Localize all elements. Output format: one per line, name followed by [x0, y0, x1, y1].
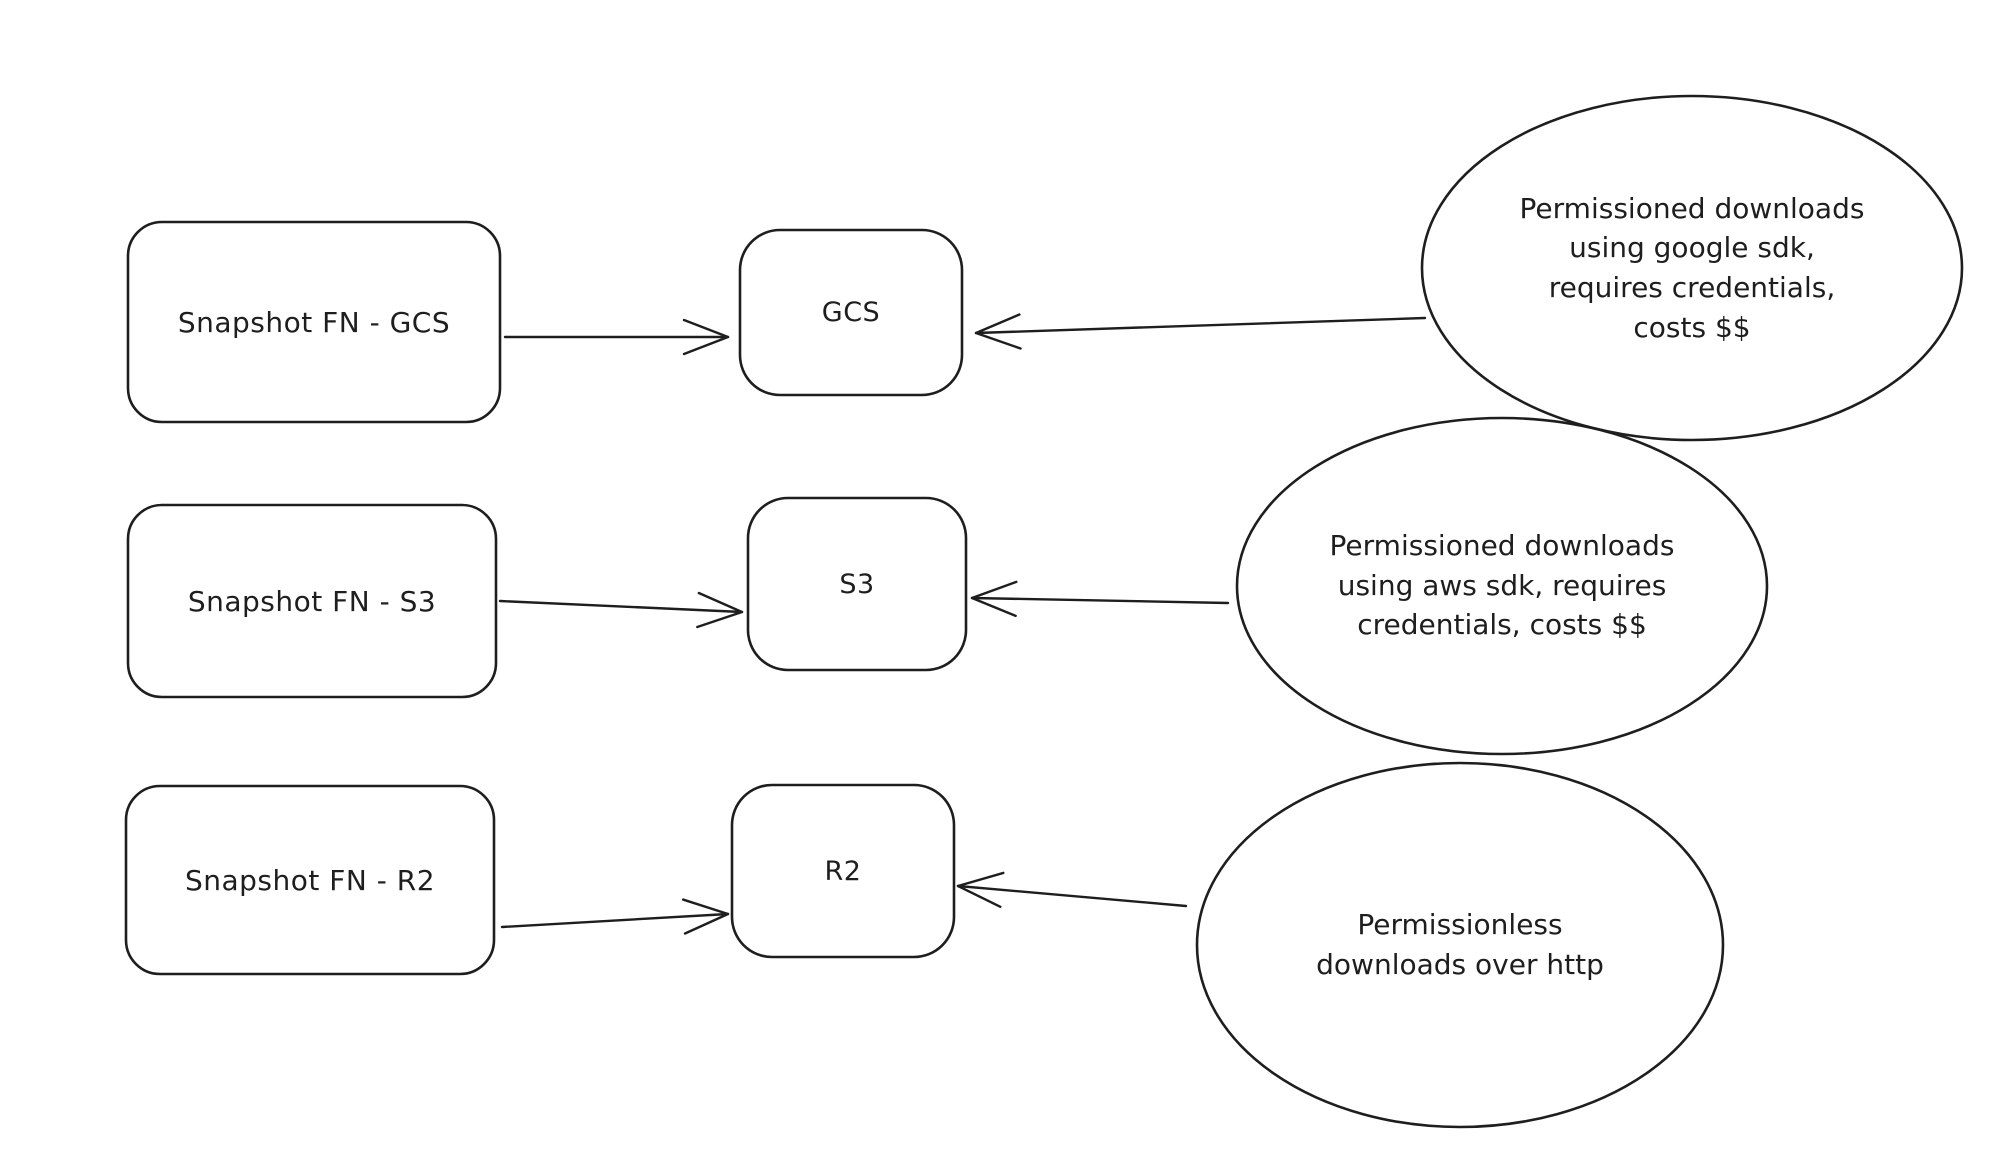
snapshot-to-r2-arrow	[500, 898, 730, 935]
gcs-note-text: Permissioned downloads using google sdk,…	[1519, 191, 1865, 344]
snapshot-fn-r2-label: Snapshot FN - R2	[184, 863, 436, 897]
r2-label: R2	[824, 855, 862, 887]
note-to-r2-arrow	[956, 871, 1188, 908]
s3-note-ellipse-shape	[1235, 416, 1769, 756]
snapshot-fn-r2-box-shape	[124, 784, 496, 976]
gcs-box-shape	[738, 228, 964, 397]
gcs-note-ellipse-shape	[1420, 94, 1964, 442]
r2-note-ellipse-shape	[1195, 761, 1725, 1129]
note-to-s3-arrow	[970, 580, 1230, 618]
s3-note-text: Permissioned downloads using aws sdk, re…	[1329, 528, 1675, 642]
r2-note-text: Permissionless downloads over http	[1316, 908, 1604, 981]
r2-box-shape	[730, 783, 956, 959]
snapshot-fn-s3-box-shape	[126, 503, 498, 699]
snapshot-fn-gcs-label: Snapshot FN - GCS	[177, 305, 451, 339]
snapshot-fn-gcs-box-shape	[126, 220, 502, 424]
s3-label: S3	[839, 568, 875, 600]
note-to-gcs-arrow	[974, 313, 1427, 350]
gcs-label: GCS	[821, 297, 881, 328]
snapshot-to-s3-arrow	[498, 591, 744, 629]
snapshot-fn-s3-label: Snapshot FN - S3	[187, 584, 437, 618]
s3-box-shape	[746, 496, 968, 672]
